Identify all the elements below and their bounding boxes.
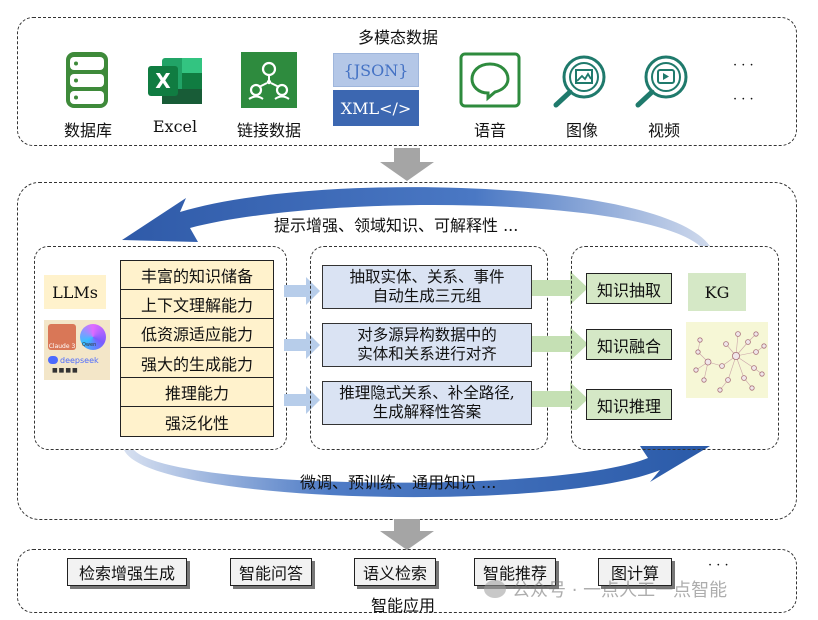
excel-icon: X [146,56,204,106]
top-arc-arrow [122,187,710,246]
kg-step-fusion: 知识融合 [586,329,672,360]
task-arrow-2 [284,331,320,359]
llm-label-box: LLMs [44,275,106,309]
task-box-fusion: 对多源异构数据中的 实体和关系进行对齐 [322,323,532,367]
watermark-text: 公众号 · 一点人工一点智能 [512,580,728,601]
claude-logo: Claude 3 [48,324,76,350]
capability-item: 强泛化性 [120,406,274,437]
applications-panel [17,549,797,613]
image-search-icon [550,52,610,110]
kg-label: KG [704,282,730,302]
multimodal-data-title: 多模态数据 [358,28,439,47]
deepseek-logo: deepseek [48,354,108,366]
kg-label-box: KG [688,273,746,311]
xml-badge: XML</> [333,90,419,126]
json-badge: {JSON} [333,53,419,87]
more-modalities-ellipsis-1: · · · [733,58,754,73]
applications-title: 智能应用 [371,596,436,615]
multimodal-data-panel [17,17,797,146]
image-label: 图像 [565,121,598,140]
watermark: 公众号 · 一点人工一点智能 [484,576,727,602]
llm-logos: Claude 3 Qwen deepseek ■■■■ [44,320,110,380]
database-label: 数据库 [63,121,112,140]
capability-item: 丰富的知识储备 [120,260,274,290]
linked-data-label: 链接数据 [236,121,301,140]
app-semantic-search: 语义检索 [354,558,436,586]
knowledge-graph-image [686,322,768,398]
task-1-line-1: 抽取实体、关系、事件 [349,268,505,286]
capability-stack: 丰富的知识储备 上下文理解能力 低资源适应能力 强大的生成能力 推理能力 强泛化… [120,260,274,437]
task-arrow-3 [284,386,320,414]
json-text: {JSON} [343,60,409,80]
excel-label: Excel [152,117,198,136]
task-2-line-2: 实体和关系进行对齐 [357,345,497,363]
task-box-extraction: 抽取实体、关系、事件 自动生成三元组 [322,265,532,309]
app-graph-computing: 图计算 [598,558,672,586]
bottom-arc-text: 微调、预训练、通用知识 ... [300,473,497,492]
llm-label: LLMs [52,282,98,302]
bottom-arc-arrow [124,446,710,498]
app-rag: 检索增强生成 [67,558,187,586]
more-logos: ■■■■ [52,367,79,374]
capability-item: 上下文理解能力 [120,289,274,319]
flow-arrow-down-2 [377,519,437,551]
database-icon [64,50,110,110]
kg-step-extraction: 知识抽取 [586,273,672,304]
kg-subpanel [571,246,779,450]
task-2-line-1: 对多源异构数据中的 [357,326,497,344]
svg-text:X: X [155,69,171,93]
more-apps-ellipsis: · · · [708,558,729,573]
capability-item: 强大的生成能力 [120,347,274,378]
video-label: 视频 [647,121,680,140]
speech-icon [459,52,521,108]
llm-to-task-arrows [284,277,320,414]
linked-data-icon [241,52,297,108]
task-arrow-1 [284,277,320,305]
video-search-icon [632,52,692,110]
kg-arrow-2 [532,327,588,361]
kg-step-reasoning: 知识推理 [586,389,672,420]
capability-item: 推理能力 [120,377,274,407]
top-arc-text: 提示增强、领域知识、可解释性 ... [274,216,519,235]
wechat-icon [484,580,506,598]
xml-text: XML</> [340,98,412,118]
speech-label: 语音 [473,121,506,140]
task-box-reasoning: 推理隐式关系、补全路径, 生成解释性答案 [322,381,532,425]
app-recommendation: 智能推荐 [474,558,556,586]
capability-item: 低资源适应能力 [120,318,274,348]
more-modalities-ellipsis-2: · · · [733,92,754,107]
kg-arrow-1 [532,271,588,305]
task-to-kg-arrows [532,271,588,410]
flow-arrow-down-1 [377,148,437,182]
task-3-line-1: 推理隐式关系、补全路径, [339,384,515,402]
task-1-line-2: 自动生成三元组 [372,287,482,305]
qwen-logo: Qwen [80,324,106,350]
task-3-line-2: 生成解释性答案 [372,403,482,421]
kg-arrow-3 [532,382,588,410]
app-qa: 智能问答 [230,558,312,586]
